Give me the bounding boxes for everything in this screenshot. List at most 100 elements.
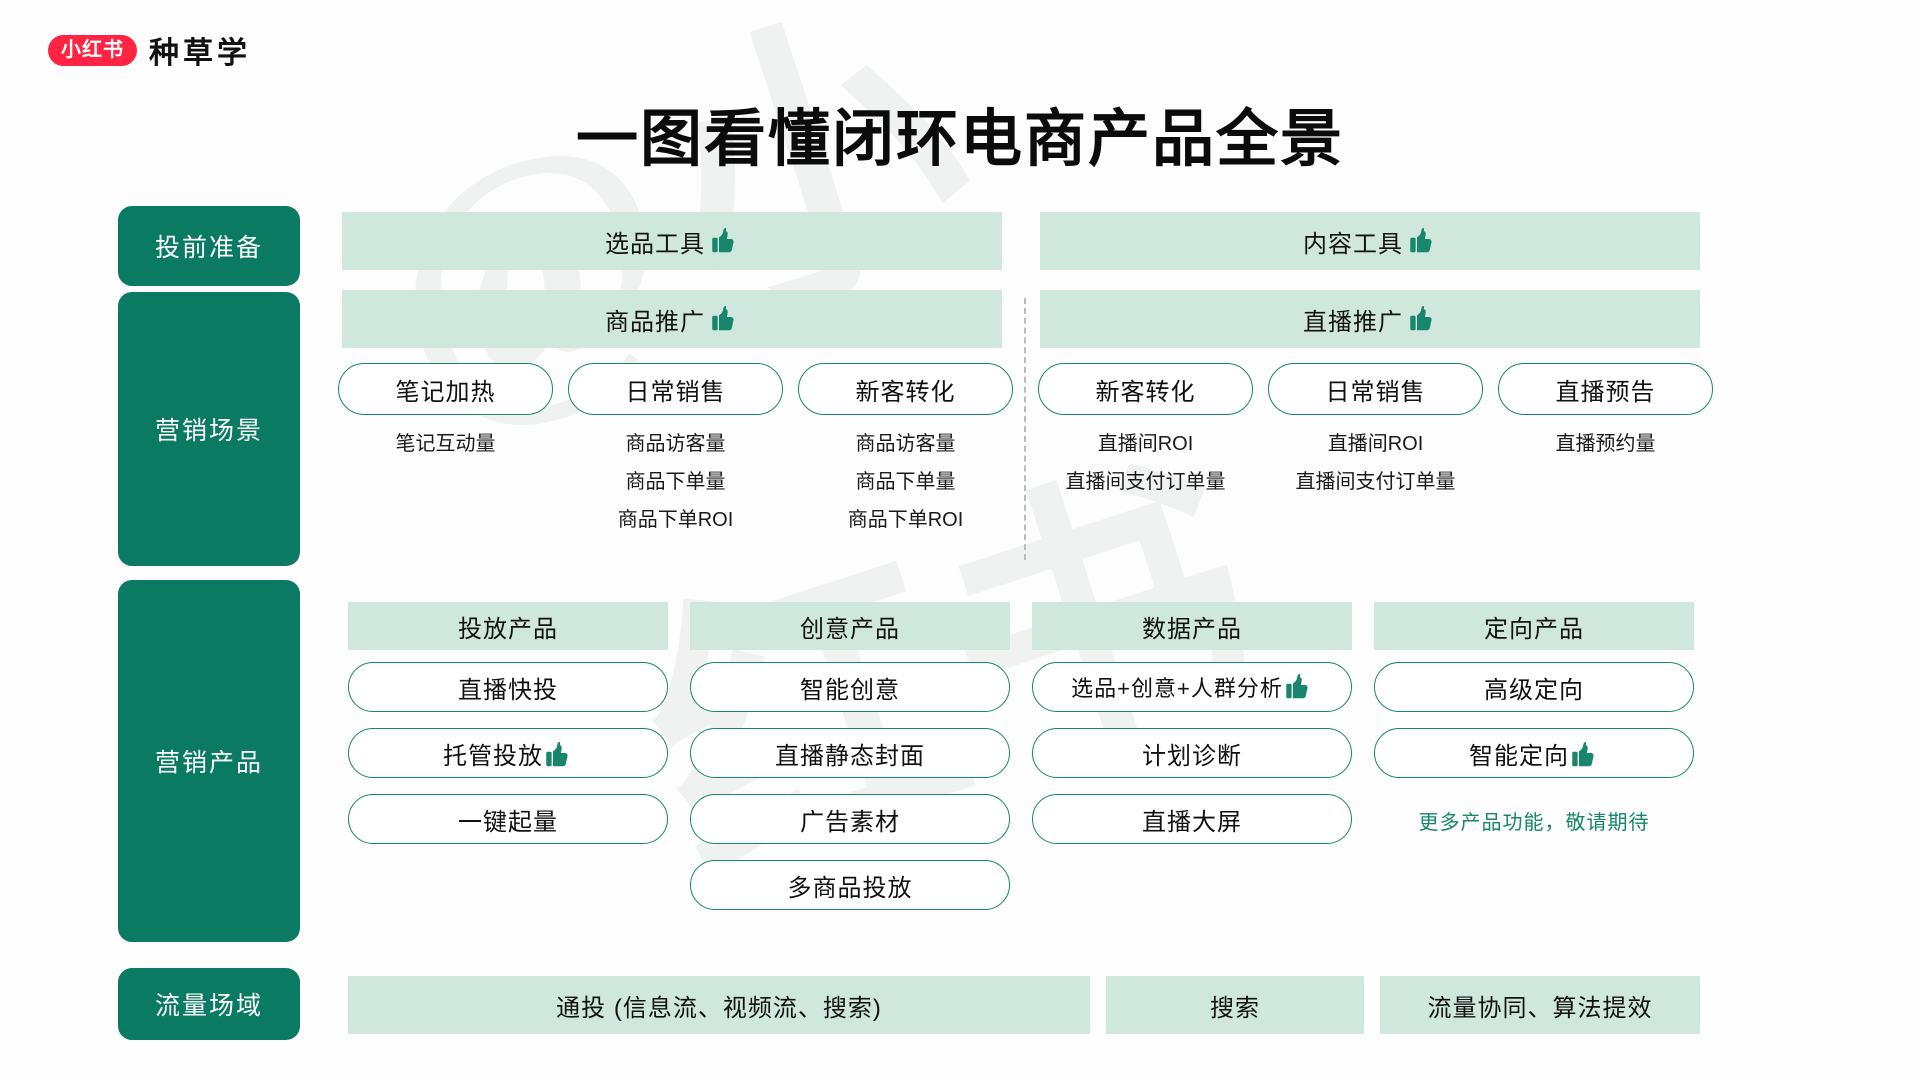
metric-item: 直播预约量 <box>1555 433 1656 455</box>
traffic-label: 流量协同、算法提效 <box>1427 994 1653 1022</box>
scene-pill-left-1[interactable]: 笔记加热 <box>338 363 553 415</box>
brand-logo: 小红书 种草学 <box>48 28 251 72</box>
label-with-icon: 选品+创意+人群分析 <box>1071 671 1313 703</box>
section-divider <box>1024 298 1026 560</box>
column-header-label: 定向产品 <box>1484 615 1584 643</box>
metric-item: 笔记互动量 <box>395 433 496 455</box>
label-with-icon: 商品推广 <box>605 302 739 337</box>
traffic-label: 通投 (信息流、视频流、搜索) <box>556 994 882 1022</box>
metric-item: 商品下单ROI <box>617 509 734 531</box>
pill-label: 日常销售 <box>625 378 726 406</box>
metric-item: 商品下单量 <box>625 471 726 493</box>
scene-pill-left-2[interactable]: 日常销售 <box>568 363 783 415</box>
label-with-icon: 高级定向 <box>1484 670 1584 705</box>
scene-pill-right-2[interactable]: 日常销售 <box>1268 363 1483 415</box>
scene-header-product-promotion[interactable]: 商品推广 <box>342 290 1002 348</box>
column-header-label: 投放产品 <box>458 615 558 643</box>
product-pill-2-2[interactable]: 直播静态封面 <box>690 728 1010 778</box>
label-with-icon: 直播静态封面 <box>775 736 925 771</box>
label-with-icon: 智能创意 <box>800 670 900 705</box>
pill-label: 日常销售 <box>1325 378 1426 406</box>
note-text: 更多产品功能，敬请期待 <box>1418 812 1650 834</box>
traffic-item-1[interactable]: 通投 (信息流、视频流、搜索) <box>348 976 1090 1034</box>
metric-item: 直播间支付订单量 <box>1295 471 1456 493</box>
label-with-icon: 托管投放 <box>443 736 573 771</box>
sidebar-item-pre-launch[interactable]: 投前准备 <box>118 206 300 286</box>
thumbs-up-icon <box>1407 304 1437 334</box>
label-with-icon: 多商品投放 <box>788 868 913 903</box>
label-with-icon: 计划诊断 <box>1142 736 1242 771</box>
page-title: 一图看懂闭环电商产品全景 <box>575 105 1344 174</box>
product-pill-3-1[interactable]: 选品+创意+人群分析 <box>1032 662 1352 712</box>
thumbs-up-icon <box>543 740 573 770</box>
label-with-icon: 直播大屏 <box>1142 802 1242 837</box>
pill-label: 直播预告 <box>1555 378 1656 406</box>
sidebar-item-marketing-scene[interactable]: 营销场景 <box>118 292 300 566</box>
pill-label: 新客转化 <box>1095 378 1196 406</box>
brand-name: 种草学 <box>149 37 251 70</box>
column-header-label: 创意产品 <box>800 615 900 643</box>
label-with-icon: 选品工具 <box>605 224 739 259</box>
product-pill-3-3[interactable]: 直播大屏 <box>1032 794 1352 844</box>
item-label: 直播静态封面 <box>775 742 925 770</box>
product-pill-4-1[interactable]: 高级定向 <box>1374 662 1694 712</box>
product-pill-2-3[interactable]: 广告素材 <box>690 794 1010 844</box>
item-label: 选品+创意+人群分析 <box>1071 676 1283 701</box>
item-label: 选品工具 <box>605 230 705 258</box>
product-pill-1-3[interactable]: 一键起量 <box>348 794 668 844</box>
label-with-icon: 一键起量 <box>458 802 558 837</box>
metric-item: 直播间ROI <box>1097 433 1194 455</box>
item-label: 计划诊断 <box>1142 742 1242 770</box>
item-label: 广告素材 <box>800 808 900 836</box>
product-column-header-1: 投放产品 <box>348 602 668 650</box>
product-pill-2-4[interactable]: 多商品投放 <box>690 860 1010 910</box>
item-label: 智能创意 <box>800 676 900 704</box>
item-label: 直播推广 <box>1303 308 1403 336</box>
scene-pill-right-1[interactable]: 新客转化 <box>1038 363 1253 415</box>
item-label: 直播快投 <box>458 676 558 704</box>
item-label: 高级定向 <box>1484 676 1584 704</box>
item-label: 托管投放 <box>443 742 543 770</box>
item-label: 一键起量 <box>458 808 558 836</box>
metric-item: 商品下单量 <box>855 471 956 493</box>
item-label: 直播大屏 <box>1142 808 1242 836</box>
product-pill-3-2[interactable]: 计划诊断 <box>1032 728 1352 778</box>
label-with-icon: 直播推广 <box>1303 302 1437 337</box>
xiaohongshu-badge: 小红书 <box>48 34 137 66</box>
label-with-icon: 直播快投 <box>458 670 558 705</box>
scene-metrics-left-2: 商品访客量商品下单量商品下单ROI <box>568 425 783 539</box>
pill-label: 笔记加热 <box>395 378 496 406</box>
scene-metrics-right-2: 直播间ROI 直播间支付订单量 <box>1268 425 1483 501</box>
label-with-icon: 内容工具 <box>1303 224 1437 259</box>
scene-metrics-right-1: 直播间ROI 直播间支付订单量 <box>1038 425 1253 501</box>
item-label: 多商品投放 <box>787 874 913 902</box>
metric-item: 商品访客量 <box>625 433 726 455</box>
prelaunch-tool-selection[interactable]: 选品工具 <box>342 212 1002 270</box>
sidebar-item-traffic-field[interactable]: 流量场域 <box>118 968 300 1040</box>
metric-item: 直播间ROI <box>1327 433 1424 455</box>
prelaunch-tool-content[interactable]: 内容工具 <box>1040 212 1700 270</box>
item-label: 商品推广 <box>605 308 705 336</box>
product-pill-1-1[interactable]: 直播快投 <box>348 662 668 712</box>
traffic-label: 搜索 <box>1210 994 1260 1022</box>
product-pill-2-1[interactable]: 智能创意 <box>690 662 1010 712</box>
product-column-header-2: 创意产品 <box>690 602 1010 650</box>
thumbs-up-icon <box>1283 672 1313 702</box>
traffic-item-2[interactable]: 搜索 <box>1106 976 1364 1034</box>
metric-item: 商品访客量 <box>855 433 956 455</box>
metric-item: 商品下单ROI <box>847 509 964 531</box>
product-pill-1-2[interactable]: 托管投放 <box>348 728 668 778</box>
scene-pill-left-3[interactable]: 新客转化 <box>798 363 1013 415</box>
metric-item: 直播间支付订单量 <box>1065 471 1226 493</box>
thumbs-up-icon <box>709 226 739 256</box>
traffic-item-3[interactable]: 流量协同、算法提效 <box>1380 976 1700 1034</box>
column-header-label: 数据产品 <box>1142 615 1242 643</box>
sidebar-item-marketing-product[interactable]: 营销产品 <box>118 580 300 942</box>
scene-header-live-promotion[interactable]: 直播推广 <box>1040 290 1700 348</box>
scene-pill-right-3[interactable]: 直播预告 <box>1498 363 1713 415</box>
item-label: 内容工具 <box>1303 230 1403 258</box>
item-label: 智能定向 <box>1469 742 1569 770</box>
label-with-icon: 广告素材 <box>800 802 900 837</box>
product-pill-4-2[interactable]: 智能定向 <box>1374 728 1694 778</box>
